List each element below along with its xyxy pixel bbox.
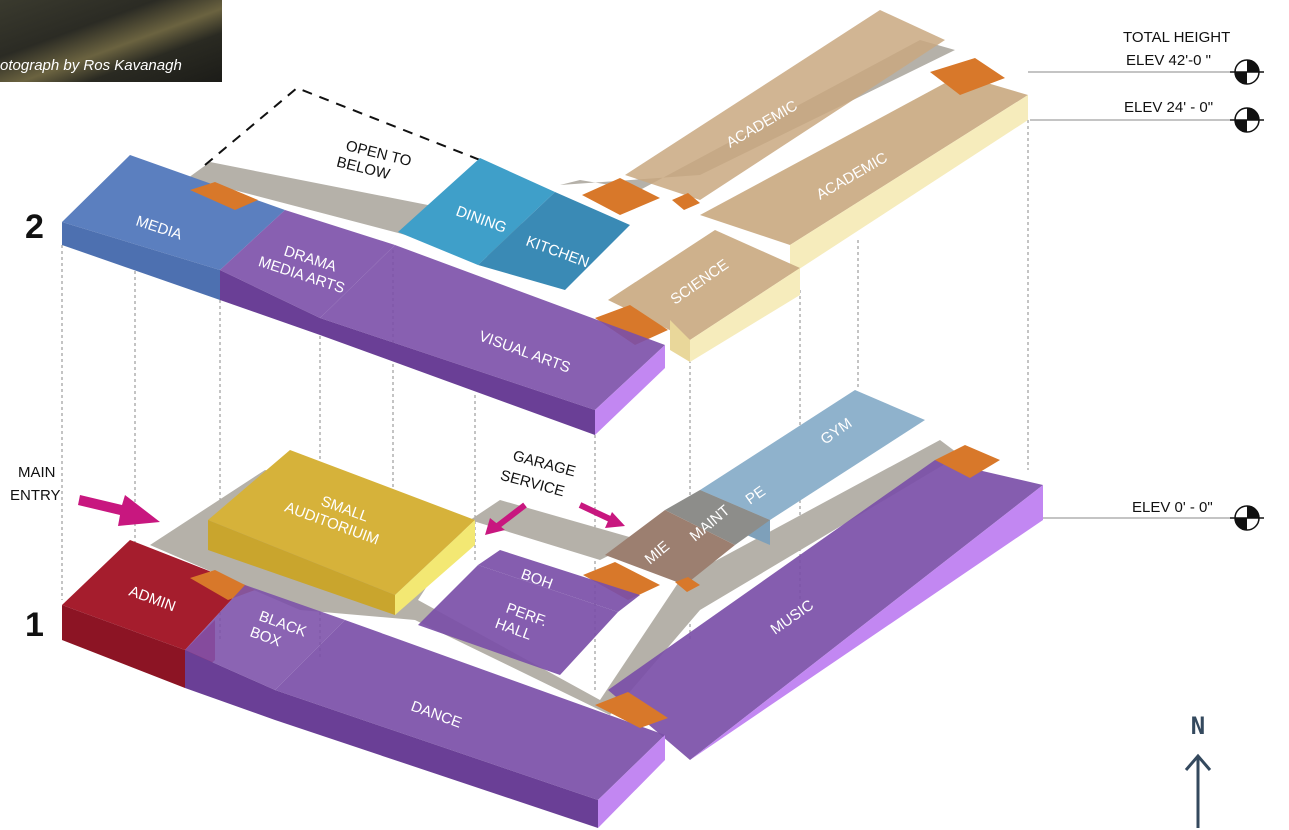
- visual-arts-front: [320, 318, 595, 435]
- visual-arts-side: [595, 345, 665, 435]
- small-auditorium: [208, 450, 475, 595]
- black-box-front: [185, 650, 275, 720]
- photo-credit: otograph by Ros Kavanagh: [0, 57, 182, 74]
- stair-floor1-small: [675, 577, 700, 592]
- north-arrow-icon: [1184, 753, 1212, 828]
- stair-floor2-small: [672, 193, 700, 210]
- elev-0-label: ELEV 0' - 0": [1132, 499, 1213, 516]
- boh-room: [478, 550, 640, 612]
- dance-room-side: [598, 735, 665, 828]
- dance-room-front: [275, 690, 598, 828]
- open-to-below-label: OPEN TOBELOW: [335, 136, 413, 187]
- elev-24-label: ELEV 24' - 0": [1124, 99, 1213, 116]
- stair-floor2-center: [582, 178, 660, 215]
- admin-room: [62, 540, 245, 650]
- stair-floor2-ne: [930, 58, 1005, 95]
- academic-wing-north: [625, 10, 945, 200]
- science-block-side: [690, 268, 800, 362]
- media-room-front: [62, 222, 220, 300]
- perf-hall: [418, 565, 618, 675]
- visual-arts-room: [320, 245, 665, 410]
- music-room: [608, 460, 1043, 760]
- elev-42-label: ELEV 42'-0 ": [1126, 52, 1211, 69]
- dining-room: [398, 158, 555, 265]
- science-block-front: [670, 320, 690, 362]
- north-label: N: [1190, 712, 1206, 740]
- academic-wing-south-side: [790, 95, 1028, 275]
- science-block: [608, 230, 800, 340]
- small-auditorium-front: [208, 520, 395, 615]
- main-entry-arrow: [78, 495, 160, 526]
- music-room-side: [690, 485, 1043, 760]
- dance-room: [275, 620, 665, 800]
- black-box-room: [185, 585, 345, 690]
- small-auditorium-side: [395, 520, 475, 615]
- stair-dance: [595, 692, 668, 728]
- admin-room-front: [62, 605, 185, 688]
- drama-room-front: [220, 270, 320, 335]
- kitchen-room: [478, 192, 630, 290]
- elevation-marker-icon: [1230, 107, 1264, 133]
- stair-media: [190, 182, 258, 210]
- north-indicator: N: [1183, 712, 1213, 740]
- floor-number-2: 2: [25, 208, 44, 246]
- floor-1: ADMIN BLACKBOX DANCE SMALLAUDITORIUIM BO…: [62, 390, 1043, 828]
- media-room: [62, 155, 285, 270]
- academic-wing-south: [700, 75, 1028, 245]
- elevation-marker-icon: [1230, 59, 1264, 85]
- maint-room: [665, 490, 770, 545]
- elevation-lines: [1028, 71, 1235, 519]
- floor-number-1: 1: [25, 606, 44, 644]
- elevation-marker-icon: [1230, 505, 1264, 531]
- floor-2: OPEN TOBELOW MEDIA DRAMAMEDIA ARTS DINI: [62, 10, 1028, 435]
- gym-room: [700, 390, 925, 520]
- elev-total-height-label: TOTAL HEIGHT: [1123, 29, 1230, 46]
- stair-music: [935, 445, 1000, 478]
- garage-service-label: GARAGESERVICE: [499, 446, 578, 502]
- stair-floor1-center: [583, 562, 660, 600]
- open-to-below-outline: [204, 86, 481, 166]
- garage-service-arrows: [485, 502, 625, 535]
- photo-thumbnail: otograph by Ros Kavanagh: [0, 0, 222, 82]
- mie-room: [605, 510, 735, 585]
- stair-floor2-south: [595, 305, 668, 345]
